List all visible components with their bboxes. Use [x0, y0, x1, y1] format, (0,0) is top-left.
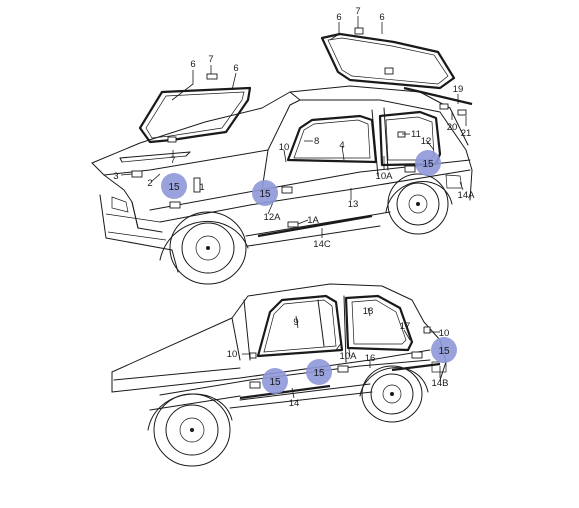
highlight-15-f: 15 [306, 359, 332, 385]
clip-20 [439, 103, 449, 110]
callout: 10A [340, 351, 358, 362]
svg-text:15: 15 [422, 159, 434, 170]
top-front-door-seal [286, 114, 378, 164]
bottom-front-door-seal [256, 294, 344, 358]
svg-text:15: 15 [438, 346, 450, 357]
bottom-car-body [111, 283, 447, 411]
clip-11 [397, 131, 406, 138]
callout: 10A [376, 171, 394, 182]
molding-14b [391, 362, 441, 372]
callout: 7 [355, 6, 360, 17]
callout: 3 [113, 171, 118, 182]
callout: 6 [379, 12, 384, 23]
callout: 21 [461, 128, 472, 139]
top-front-wheel [159, 211, 249, 285]
highlight-15-e: 15 [262, 368, 288, 394]
callout: 4 [339, 140, 344, 151]
callout: 16 [365, 353, 376, 364]
callout: 7 [170, 155, 175, 166]
windshield-seal [138, 73, 252, 144]
rear-window-seal [320, 27, 456, 90]
callout: 6 [336, 12, 341, 23]
molding-14 [239, 384, 331, 400]
callout: 1A [307, 215, 319, 226]
callout: 14A [458, 190, 476, 201]
svg-text:15: 15 [168, 182, 180, 193]
callout: 10 [227, 349, 238, 360]
callout: 12 [421, 136, 432, 147]
highlight-15-b: 15 [252, 180, 278, 206]
callout: 2 [147, 178, 152, 189]
svg-text:15: 15 [313, 368, 325, 379]
callout: 14B [432, 378, 449, 389]
callout: 13 [348, 199, 359, 210]
callout-labels: 6 7 6 6 7 6 19 20 21 11 12 8 4 10 10A 14… [113, 6, 475, 409]
callout: 20 [447, 122, 458, 133]
bottom-rear-wheel [359, 365, 429, 423]
callout: 6 [233, 63, 238, 74]
callout: 7 [208, 54, 213, 65]
svg-text:15: 15 [259, 189, 271, 200]
callout: 12A [264, 212, 282, 223]
callout: 14 [289, 398, 300, 409]
roof-strip [403, 86, 473, 106]
highlight-15-c: 15 [415, 150, 441, 176]
clip-21 [457, 109, 467, 116]
highlight-15-d: 15 [431, 337, 457, 363]
callout: 8 [314, 136, 319, 147]
callout: 10 [439, 328, 450, 339]
callout: 6 [190, 59, 195, 70]
bottom-rear-door-seal [344, 294, 414, 352]
callout: 18 [363, 306, 374, 317]
callout: 10 [279, 142, 290, 153]
highlight-15-a: 15 [161, 173, 187, 199]
callout: 19 [453, 84, 464, 95]
molding-14c [257, 214, 373, 238]
svg-text:15: 15 [269, 377, 281, 388]
bottom-front-wheel [147, 393, 233, 467]
top-rear-wheel [385, 173, 453, 235]
callout: 17 [400, 321, 411, 332]
callout: 14C [313, 239, 331, 250]
callout: 1 [199, 182, 204, 193]
callout: 11 [411, 129, 421, 140]
callout: 9 [293, 317, 298, 328]
